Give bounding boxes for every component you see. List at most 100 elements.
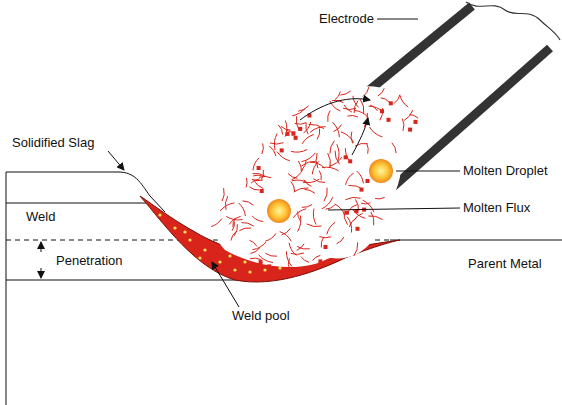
pool-dot bbox=[278, 266, 281, 269]
leader-lines bbox=[41, 19, 460, 307]
pool-dot bbox=[198, 256, 201, 259]
flux-squiggle bbox=[302, 135, 314, 144]
flux-particle bbox=[389, 101, 393, 105]
flux-squiggle bbox=[363, 87, 369, 97]
flux-squiggle bbox=[327, 222, 335, 234]
flux-squiggle bbox=[346, 173, 354, 185]
flux-squiggle bbox=[232, 222, 234, 231]
flux-particle bbox=[366, 179, 370, 183]
flux-squiggle bbox=[371, 212, 374, 225]
flux-squiggle bbox=[378, 88, 385, 96]
flux-squiggle bbox=[225, 196, 227, 210]
pool-dot bbox=[243, 260, 246, 263]
flux-squiggle bbox=[301, 257, 309, 263]
flux-squiggle bbox=[288, 174, 297, 179]
flux-squiggle bbox=[363, 200, 374, 212]
flux-squiggle bbox=[349, 218, 356, 227]
pool-dot bbox=[218, 260, 221, 263]
flux-squiggle bbox=[347, 115, 358, 116]
pool-dot bbox=[248, 270, 251, 273]
flux-squiggle bbox=[291, 182, 295, 192]
flux-squiggle bbox=[298, 211, 301, 221]
flux-squiggle bbox=[243, 201, 254, 205]
flux-squiggle bbox=[291, 150, 307, 153]
flux-squiggle bbox=[370, 127, 383, 137]
flux-squiggle bbox=[298, 161, 301, 172]
flux-squiggle bbox=[291, 253, 304, 254]
flux-particle bbox=[324, 245, 328, 249]
electrode-break bbox=[466, 2, 560, 40]
flux-squiggle bbox=[367, 144, 369, 154]
flux-squiggle bbox=[250, 187, 260, 190]
flux-squiggle bbox=[330, 141, 335, 154]
flux-squiggle bbox=[250, 258, 261, 259]
flux-squiggle bbox=[392, 143, 396, 153]
flux-squiggle bbox=[242, 223, 254, 227]
flux-squiggle bbox=[288, 258, 289, 270]
flux-squiggle bbox=[265, 233, 276, 241]
flux-squiggle bbox=[328, 111, 330, 122]
flux-squiggle bbox=[252, 216, 263, 222]
pool-dot bbox=[183, 230, 186, 233]
flux-squiggle bbox=[344, 105, 352, 112]
flux-particle bbox=[345, 211, 349, 215]
pool-dot bbox=[228, 254, 231, 257]
flux-squiggle bbox=[220, 203, 234, 211]
flux-squiggle bbox=[381, 98, 389, 102]
flux-squiggles bbox=[211, 87, 418, 271]
flux-squiggle bbox=[253, 175, 263, 176]
flux-particle bbox=[286, 132, 290, 136]
flux-particle bbox=[344, 155, 348, 159]
flux-squiggle bbox=[375, 197, 385, 199]
flux-squiggle bbox=[402, 119, 404, 131]
flux-squiggle bbox=[333, 122, 340, 137]
flux-squiggle bbox=[340, 91, 350, 95]
flux-squiggle bbox=[351, 132, 353, 144]
flux-squiggle bbox=[251, 179, 260, 183]
flux-squiggle bbox=[410, 115, 419, 119]
part-label: Weld pool bbox=[232, 309, 290, 323]
flux-squiggle bbox=[262, 143, 263, 154]
flux-squiggle bbox=[274, 134, 277, 151]
flux-particle bbox=[294, 136, 298, 140]
flux-squiggle bbox=[222, 188, 224, 201]
flux-squiggle bbox=[281, 126, 291, 130]
flux-squiggle bbox=[329, 157, 342, 166]
flux-particle bbox=[356, 227, 360, 231]
part-label: Molten Flux bbox=[463, 201, 530, 215]
flux-squiggle bbox=[337, 237, 344, 244]
flux-squiggle bbox=[317, 129, 320, 140]
flux-particle bbox=[280, 148, 284, 152]
gas-flow-arrow bbox=[300, 99, 370, 120]
part-label: Weld bbox=[26, 210, 55, 224]
flux-particle bbox=[267, 264, 271, 268]
flux-squiggle bbox=[344, 210, 348, 224]
molten-droplet bbox=[369, 159, 393, 183]
flux-squiggle bbox=[357, 171, 364, 183]
flux-squiggle bbox=[404, 110, 413, 120]
pool-dot bbox=[158, 213, 161, 216]
flux-particle bbox=[380, 109, 384, 113]
flux-squiggle bbox=[368, 216, 382, 220]
dimension-label: Penetration bbox=[56, 254, 123, 268]
flux-particle bbox=[260, 189, 264, 193]
flux-squiggle bbox=[250, 240, 257, 246]
part-label: Molten Droplet bbox=[463, 164, 548, 178]
flux-squiggle bbox=[261, 170, 263, 180]
flux-squiggle bbox=[293, 209, 306, 218]
flux-cloud bbox=[214, 86, 417, 267]
gas-flow-arrow bbox=[352, 118, 368, 155]
flux-squiggle bbox=[304, 180, 311, 187]
part-label: Electrode bbox=[319, 12, 374, 26]
flux-squiggle bbox=[286, 130, 295, 132]
flux-squiggle bbox=[292, 108, 305, 115]
flux-squiggle bbox=[302, 153, 316, 162]
flux-squiggle bbox=[361, 203, 371, 204]
flux-squiggle bbox=[307, 224, 322, 227]
flux-squiggle bbox=[306, 123, 308, 134]
flux-squiggle bbox=[354, 242, 358, 256]
pool-dot bbox=[263, 268, 266, 271]
flux-squiggle bbox=[323, 259, 334, 262]
flux-squiggle bbox=[265, 253, 277, 256]
